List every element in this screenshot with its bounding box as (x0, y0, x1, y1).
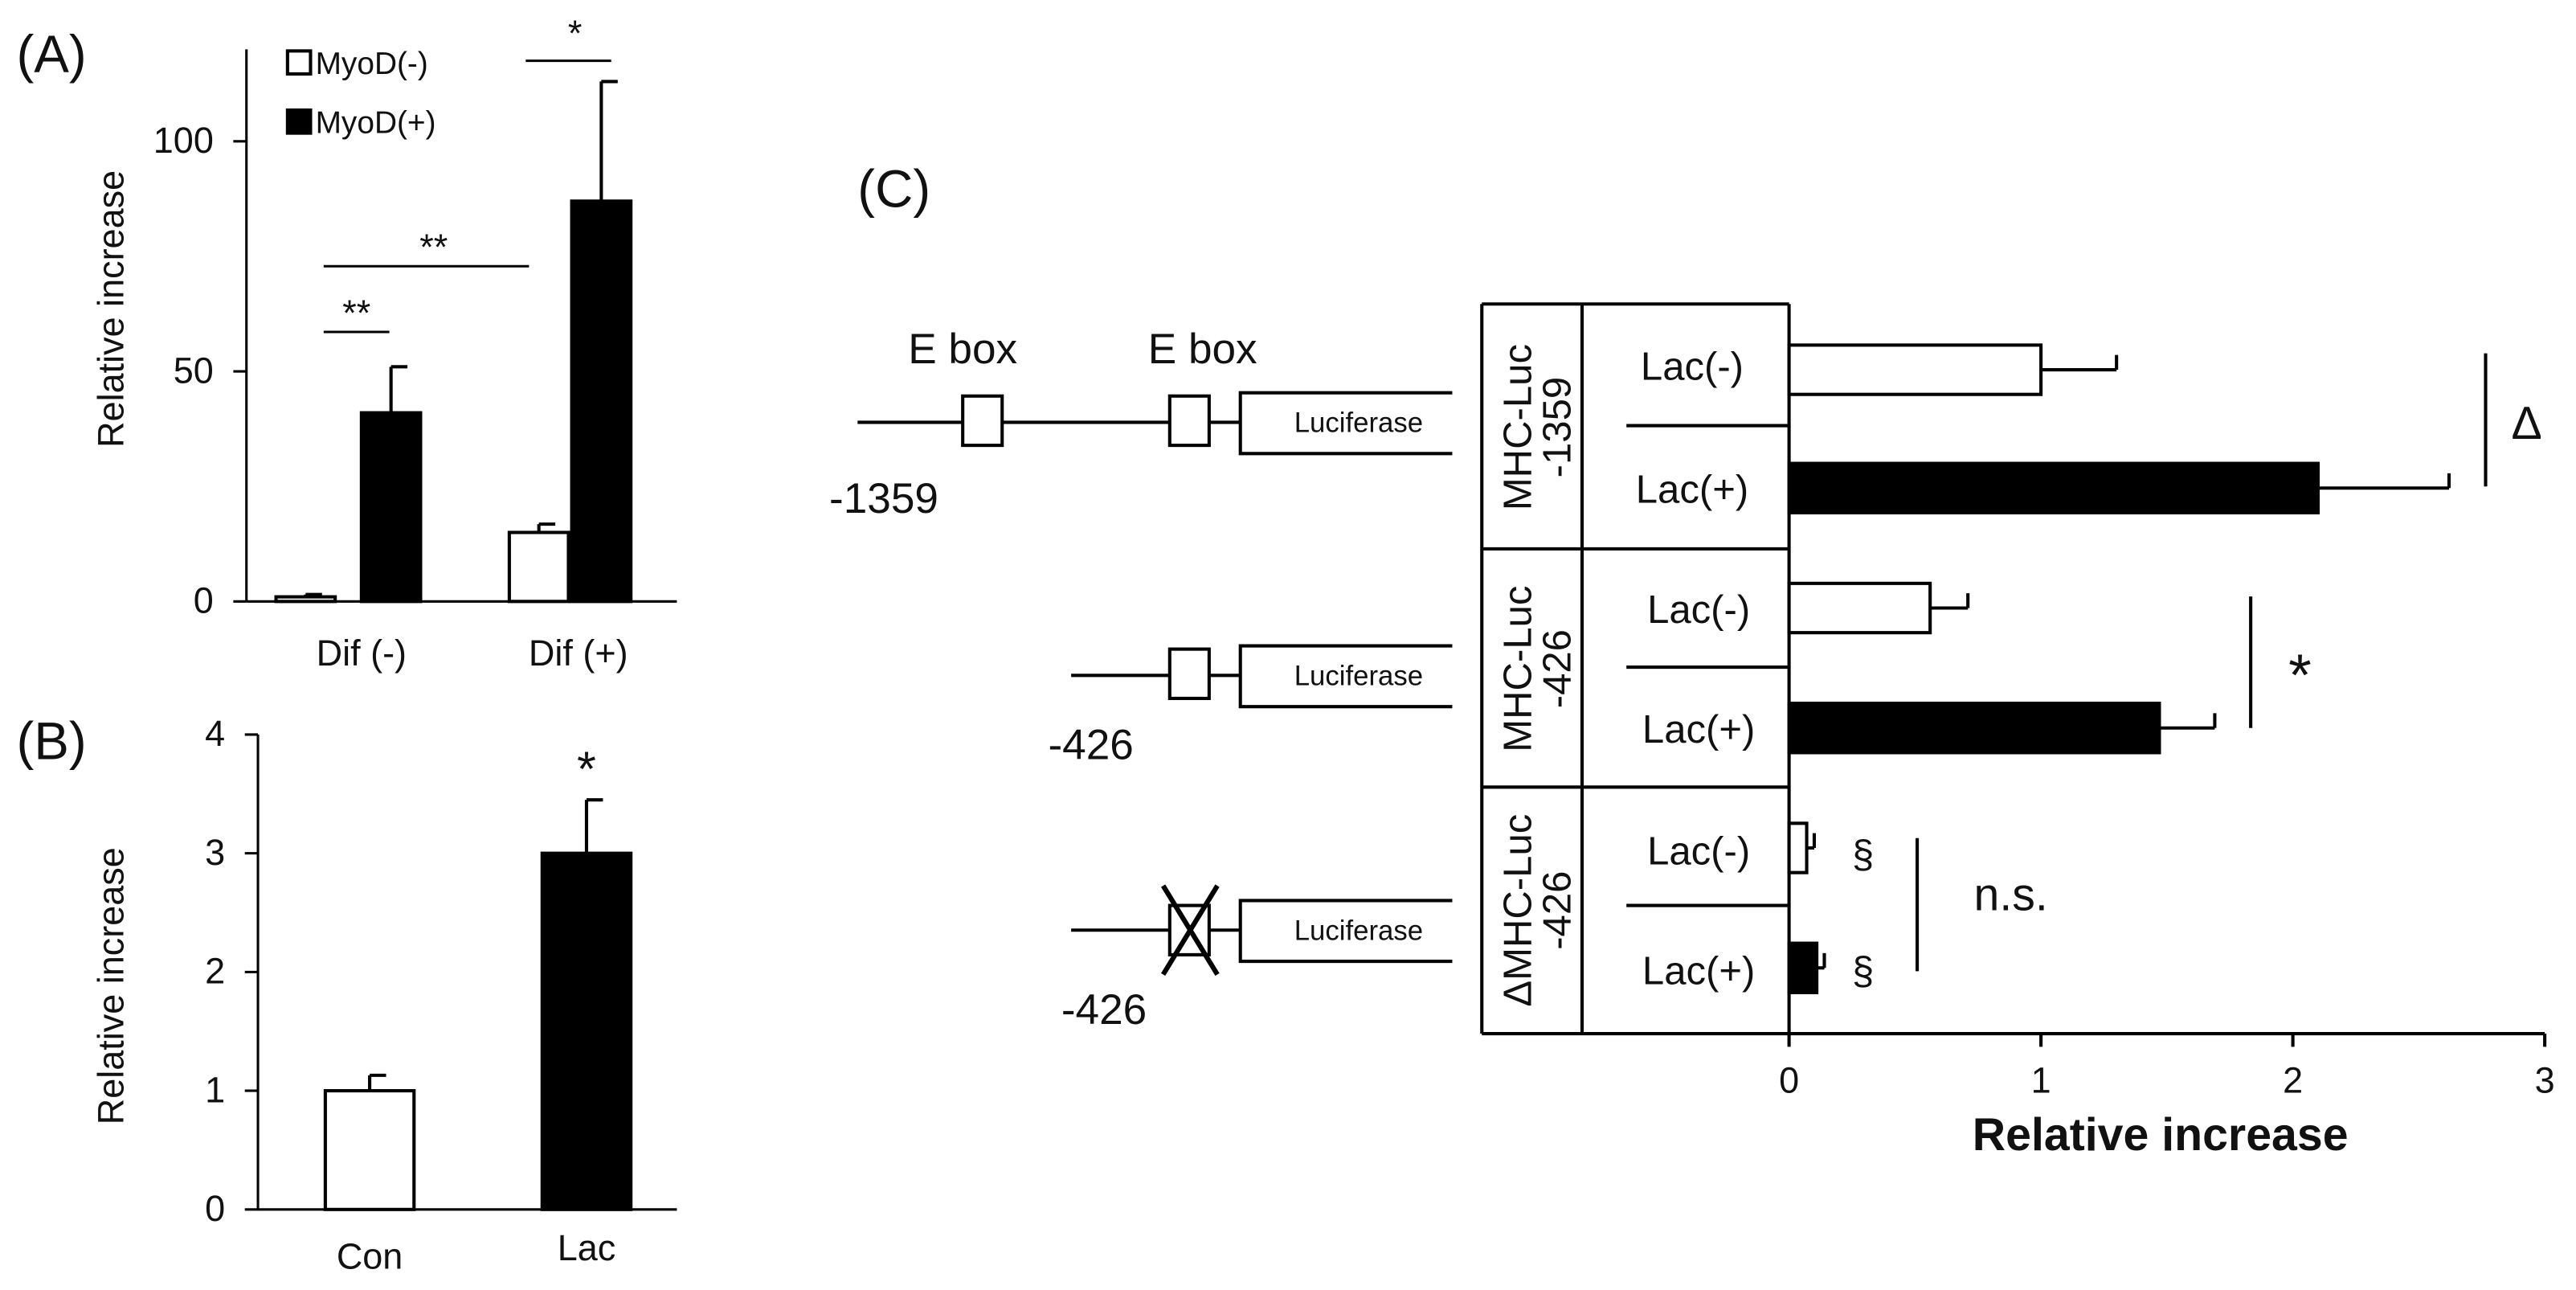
panel-b-bars (323, 798, 633, 1211)
construct-diagrams: E box E box Luciferase -1359 Luciferase … (829, 326, 1453, 1034)
x-tick-label: 0 (1779, 1060, 1799, 1101)
panel-a-x-tick-dif-pos: Dif (+) (529, 633, 628, 674)
panel-a-legend: MyoD(-) MyoD(+) (285, 47, 436, 141)
group-1-label-line-1: MHC-Luc (1497, 344, 1540, 510)
luciferase-label: Luciferase (1294, 916, 1423, 947)
bar (323, 1089, 416, 1211)
bar (359, 411, 423, 604)
bar (1787, 702, 2161, 755)
bar (274, 595, 337, 604)
panel-b-y-ticks: 0 1 2 3 4 (205, 713, 259, 1229)
panel-c-x-ticks: 0 1 2 3 (1779, 1034, 2555, 1101)
bar (1787, 343, 2043, 396)
section-mark-2: § (1852, 950, 1874, 993)
row-label-3: Lac(-) (1647, 588, 1750, 632)
legend-swatch-myod-neg (285, 49, 313, 76)
y-tick-label: 0 (205, 1188, 225, 1229)
construct-426: Luciferase -426 (1048, 644, 1453, 769)
x-tick-label: 1 (2031, 1060, 2051, 1101)
panel-b-x-tick-con: Con (337, 1235, 403, 1276)
group-3-label-line-1: ΔMHC-Luc (1497, 814, 1540, 1007)
panel-a-x-tick-dif-neg: Dif (-) (317, 633, 407, 674)
bar (1787, 821, 1809, 874)
row-label-1: Lac(-) (1641, 345, 1744, 388)
row-label-6: Lac(+) (1642, 950, 1755, 993)
sig-mark-b: * (577, 740, 596, 796)
panel-a-label: (A) (16, 25, 86, 84)
bar (570, 199, 633, 604)
panel-b-label: (B) (16, 712, 86, 771)
luciferase-box (1238, 391, 1453, 456)
y-tick-label: 100 (153, 120, 214, 161)
panel-b-x-tick-lac: Lac (558, 1227, 616, 1268)
luciferase-box (1238, 644, 1453, 709)
luciferase-label: Luciferase (1294, 408, 1423, 439)
start-position-label: -426 (1061, 986, 1147, 1034)
legend-label-myod-neg: MyoD(-) (316, 47, 428, 81)
ebox-1 (961, 394, 1004, 448)
panel-c-frame (1480, 302, 2545, 1036)
section-mark-1: § (1852, 833, 1874, 877)
row-label-4: Lac(+) (1642, 708, 1755, 751)
luciferase-label: Luciferase (1294, 661, 1423, 692)
panel-a-y-axis-label: Relative increase (90, 170, 131, 448)
group-2-label-line-2: -426 (1536, 629, 1580, 708)
legend-label-myod-pos: MyoD(+) (316, 106, 436, 141)
sig-mark-c3: n.s. (1973, 870, 2047, 921)
start-position-label: -426 (1048, 722, 1133, 769)
construct-delta-426: Luciferase -426 (1061, 884, 1453, 1034)
x-tick-label: 2 (2283, 1060, 2303, 1101)
ebox-1-label: E box (908, 326, 1017, 373)
start-position-label: -1359 (829, 475, 938, 522)
x-tick-label: 3 (2535, 1060, 2555, 1101)
panel-c-label: (C) (857, 160, 930, 219)
sig-mark-c2: * (2288, 641, 2312, 708)
row-label-2: Lac(+) (1636, 469, 1748, 512)
panel-c-group-labels: MHC-Luc -1359 MHC-Luc -426 ΔMHC-Luc -426 (1497, 344, 1580, 1007)
y-tick-label: 4 (205, 713, 225, 754)
sig-mark-c1: Δ (2512, 398, 2542, 449)
sig-mark-a2: ** (419, 227, 448, 268)
panel-b-y-axis-label: Relative increase (90, 847, 131, 1124)
bar (540, 851, 633, 1211)
ebox-2-label: E box (1148, 326, 1257, 373)
bar (507, 530, 570, 604)
sig-mark-a3: * (568, 13, 583, 54)
group-3-label-line-2: -426 (1536, 871, 1580, 950)
panel-c-significance: Δ * n.s. § § (1852, 353, 2542, 993)
panel-a-bars (274, 80, 633, 604)
y-tick-label: 50 (174, 350, 214, 391)
bar (1787, 581, 1932, 635)
ebox-cross-2 (1160, 884, 1220, 977)
luciferase-box (1238, 899, 1453, 964)
group-1-label-line-2: -1359 (1536, 377, 1580, 477)
ebox-2 (1167, 394, 1211, 448)
panel-a-y-ticks: 0 50 100 (153, 120, 247, 621)
panel-b: (B) Relative increase 0 1 2 3 4 Con Lac * (16, 712, 677, 1276)
group-2-label-line-1: MHC-Luc (1497, 586, 1540, 752)
legend-swatch-myod-pos (285, 108, 313, 135)
ebox (1167, 647, 1211, 700)
bar (1787, 941, 1819, 994)
bar (1787, 461, 2320, 514)
row-label-5: Lac(-) (1647, 829, 1750, 873)
y-tick-label: 2 (205, 951, 225, 992)
y-tick-label: 3 (205, 832, 225, 873)
panel-c-x-axis-label: Relative increase (1973, 1109, 2349, 1161)
panel-c-row-labels: Lac(-) Lac(+) Lac(-) Lac(+) Lac(-) Lac(+… (1636, 345, 1756, 993)
y-tick-label: 1 (205, 1069, 225, 1110)
y-tick-label: 0 (194, 580, 214, 621)
sig-mark-a1: ** (342, 293, 370, 334)
construct-1359: E box E box Luciferase -1359 (829, 326, 1453, 522)
panel-c-bars (1787, 343, 2451, 994)
panel-a: (A) MyoD(-) MyoD(+) Relative increase 0 5… (16, 13, 677, 674)
panel-a-significance: ** ** * (323, 13, 611, 334)
panel-c: (C) E box E box Luciferase -1359 Lucifer… (829, 160, 2555, 1161)
